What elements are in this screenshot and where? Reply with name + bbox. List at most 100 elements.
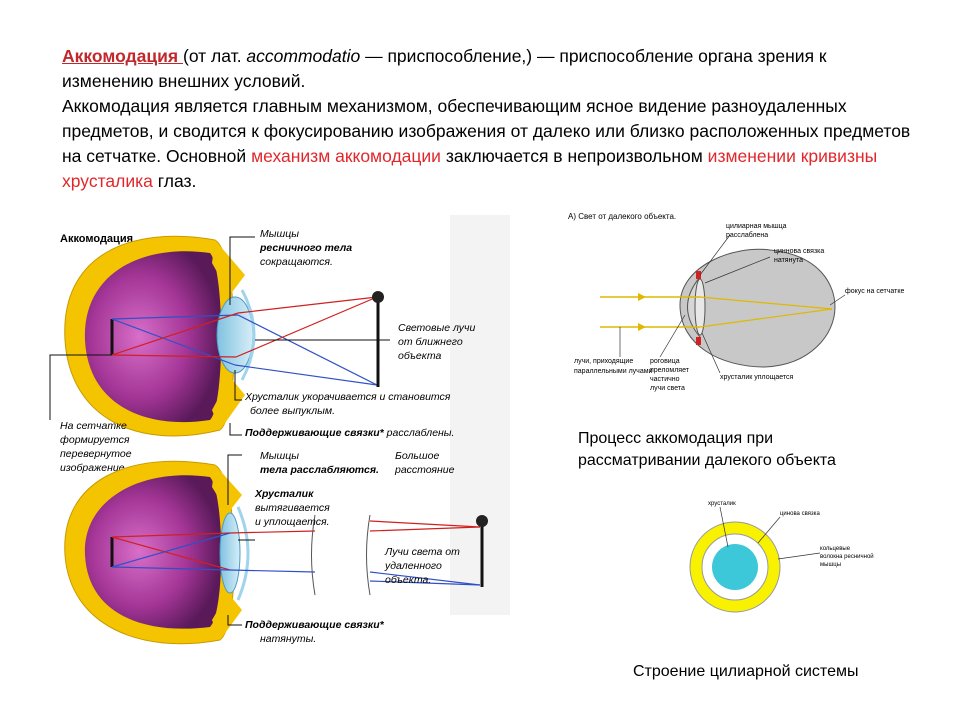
svg-text:лучи, приходящие: лучи, приходящие [574,358,633,365]
svg-text:мышцы: мышцы [820,562,841,568]
far-ray-red-2 [111,536,231,571]
svg-text:и уплощается.: и уплощается. [255,516,330,528]
caption-far-object: Процесс аккомодация при рассматривании д… [578,430,836,469]
highlight-curvature: изменении кривизны хрусталика [62,146,878,191]
leader-zonule [757,516,781,544]
svg-text:Хрусталик укорачивается и стан: Хрусталик укорачивается и становится [244,391,451,403]
far-ray-red-3 [229,530,316,534]
ciliary-labels: хрусталик цинова связка кольцевые волокн… [708,501,874,568]
leader-retina [49,354,112,420]
svg-text:волокна ресничной: волокна ресничной [820,553,874,560]
svg-text:формируется: формируется [60,434,130,446]
far-ray-blue-4 [369,571,481,586]
eye-near [49,235,390,437]
ray-red-2 [237,296,378,314]
caption-ciliary-system: Строение цилиарной системы [633,663,859,680]
eye-far-labels: Мышцы тела расслабляются. Хрусталик вытя… [245,450,460,645]
lens-circle [712,544,758,590]
ray-red-3 [111,354,237,358]
svg-text:Мышцы: Мышцы [260,228,299,240]
far-object-lens-diagram: А) Свет от далекого объекта. цилиарная м… [568,212,904,392]
far-object-head [476,515,488,527]
leader-lens-ciliary [719,506,729,548]
faded-background-text [450,215,510,615]
ciliary-muscle-bottom [696,337,701,345]
svg-text:Световые лучи: Световые лучи [398,322,475,334]
svg-text:сокращаются.: сокращаются. [260,256,333,268]
leader-lens [234,370,242,401]
svg-text:Хрусталик: Хрусталик [254,488,314,500]
leader-far-muscles [227,454,242,505]
svg-text:Поддерживающие связки* расслаб: Поддерживающие связки* расслаблены. [245,427,454,439]
leader-ring-fibers [777,552,821,560]
far-ray-red-1 [111,532,231,538]
far-ray-red-4 [369,526,481,532]
far-ray-blue-1 [111,532,231,568]
svg-text:цилиарная мышца: цилиарная мышца [726,223,787,230]
ray-red-4 [235,296,378,358]
accommodation-eye-figure: Аккомодация Мышцы ресничного тела сокращ… [49,215,510,645]
leader-l5 [829,294,846,306]
leader-l8 [659,314,686,358]
svg-text:удаленного: удаленного [384,560,442,572]
svg-text:объекта: объекта [398,350,441,362]
svg-text:Поддерживающие связки*: Поддерживающие связки* [245,619,385,631]
ciliary-bottom-upper [212,465,242,513]
leader-ligaments [229,423,242,436]
eye-near-eyeball [84,251,222,423]
eye-far [64,454,488,645]
cornea-near [240,289,256,381]
eye-far-eyeball [84,475,222,629]
ray-arrow-2 [638,323,646,331]
intro-paragraph-2: Аккомодация является главным механизмом,… [62,96,911,191]
near-object-head [372,291,384,303]
ciliary-bottom-lower [212,593,242,640]
leader-l12 [701,332,721,374]
far-ray-blue-5 [369,580,481,586]
lens-thick [216,296,254,374]
leader-muscles [229,236,255,305]
svg-text:цинова связка: цинова связка [780,511,820,517]
highlight-mechanism: механизм аккомодации [251,146,441,166]
leader-l3 [704,256,771,284]
focus-ray-2 [699,308,833,328]
svg-text:лучи света: лучи света [650,385,685,392]
leader-l1 [699,234,731,276]
svg-text:объекта.: объекта. [385,574,431,586]
svg-text:хрусталик уплощается: хрусталик уплощается [720,374,794,381]
diagram-heading: А) Свет от далекого объекта. [568,212,676,221]
svg-text:На сетчатке: На сетчатке [60,420,127,432]
svg-text:Мышцы: Мышцы [260,450,299,462]
far-diagram-labels: цилиарная мышца расслаблена циннова связ… [574,223,904,392]
intro-paragraph-1: Аккомодация (от лат. accommodatio — прис… [62,46,827,91]
svg-text:хрусталик: хрусталик [708,501,736,507]
distance-break-left [311,514,316,596]
ciliary-system-diagram: хрусталик цинова связка кольцевые волокн… [689,501,874,613]
figure-title: Аккомодация [60,233,133,245]
leader-far-ligaments [227,615,242,626]
lens-flat [219,512,241,594]
svg-text:роговица: роговица [650,358,680,365]
cornea-far [236,506,250,601]
svg-text:тела расслабляются.: тела расслабляются. [260,464,379,476]
svg-text:параллельными лучами: параллельными лучами [574,368,653,375]
far-ray-blue-2 [111,566,231,571]
svg-text:перевернутое: перевернутое [60,448,132,460]
svg-text:натянута: натянута [774,257,803,264]
svg-text:расслаблена: расслаблена [726,231,768,239]
ray-blue-1 [111,314,239,320]
svg-text:циннова связка: циннова связка [774,248,824,255]
focus-ray-1 [699,296,833,310]
svg-text:натянуты.: натянуты. [260,633,316,645]
ciliary-top-lower [212,377,245,430]
svg-text:расстояние: расстояние [394,464,455,476]
svg-text:Большое: Большое [395,450,439,462]
distance-break-right [366,514,371,596]
ciliary-top-upper [212,240,245,295]
retina-label: На сетчатке формируется перевернутое изо… [60,420,132,474]
svg-text:преломляет: преломляет [650,367,690,374]
eye-near-labels: Мышцы ресничного тела сокращаются. Свето… [244,228,475,439]
term-accommodation: Аккомодация [62,46,183,66]
svg-text:фокус на сетчатке: фокус на сетчатке [845,288,904,295]
svg-text:более выпуклым.: более выпуклым. [250,405,335,417]
